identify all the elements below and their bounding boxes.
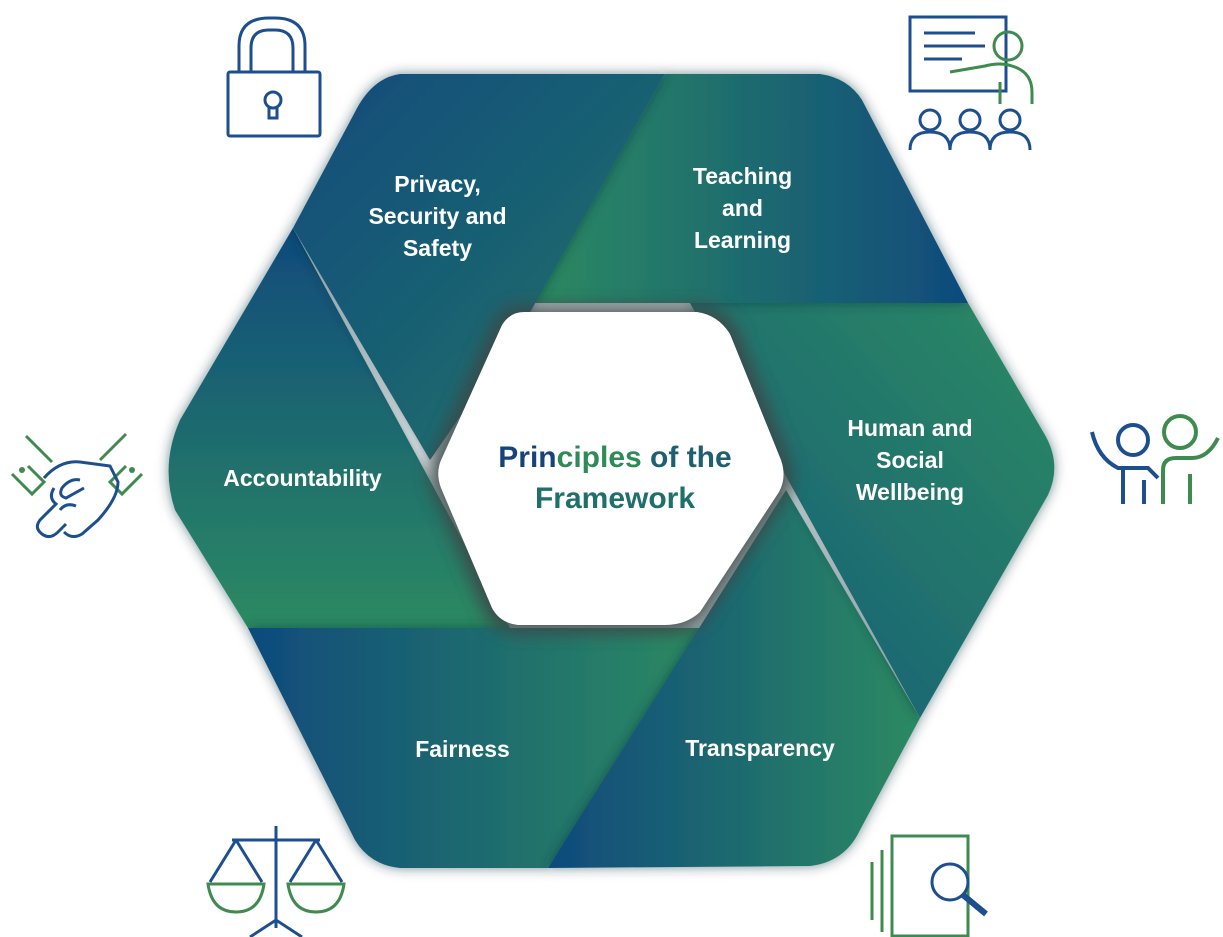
- label-line: Privacy,: [394, 171, 481, 197]
- segment-privacy: [293, 74, 665, 460]
- label-line: Fairness: [415, 736, 510, 762]
- teacher-presentation-icon: [908, 15, 1034, 151]
- segment-wellbeing: [690, 303, 1055, 718]
- segment-teaching: [535, 74, 968, 303]
- label-line: Safety: [402, 235, 473, 261]
- center-title-part: ciples: [556, 441, 642, 474]
- label-transparency: Transparency: [660, 732, 860, 764]
- label-wellbeing: Human and Social Wellbeing: [815, 412, 1005, 508]
- label-line: Wellbeing: [855, 479, 965, 505]
- people-waving-icon: [1090, 414, 1220, 504]
- label-line: Social: [876, 447, 944, 473]
- label-line: Transparency: [685, 735, 835, 761]
- segment-fairness: [248, 628, 702, 868]
- scales-of-justice-icon: [206, 826, 346, 937]
- label-line: Learning: [693, 227, 792, 253]
- hexagon-ring: [168, 74, 1055, 868]
- label-line: Security and: [368, 203, 507, 229]
- label-line: and: [722, 195, 763, 221]
- label-line: Accountability: [223, 465, 382, 491]
- padlock-icon: [226, 16, 322, 138]
- center-title: Principles of the Framework: [460, 437, 770, 519]
- handshake-icon: [10, 432, 144, 539]
- label-accountability: Accountability: [200, 462, 405, 494]
- label-line: Human and: [847, 415, 973, 441]
- document-magnifier-icon: [870, 834, 988, 937]
- center-title-line1: Principles of the: [460, 437, 770, 478]
- segment-accountability: [168, 228, 511, 628]
- label-teaching: Teaching and Learning: [650, 160, 835, 256]
- center-title-part: Prin: [498, 441, 557, 474]
- center-hexagon: [428, 305, 794, 634]
- label-fairness: Fairness: [380, 733, 545, 765]
- label-privacy: Privacy, Security and Safety: [330, 168, 545, 264]
- segment-transparency: [548, 490, 920, 868]
- center-title-line2: Framework: [534, 482, 696, 515]
- label-line: Teaching: [692, 163, 793, 189]
- center-title-part: of the: [641, 441, 732, 474]
